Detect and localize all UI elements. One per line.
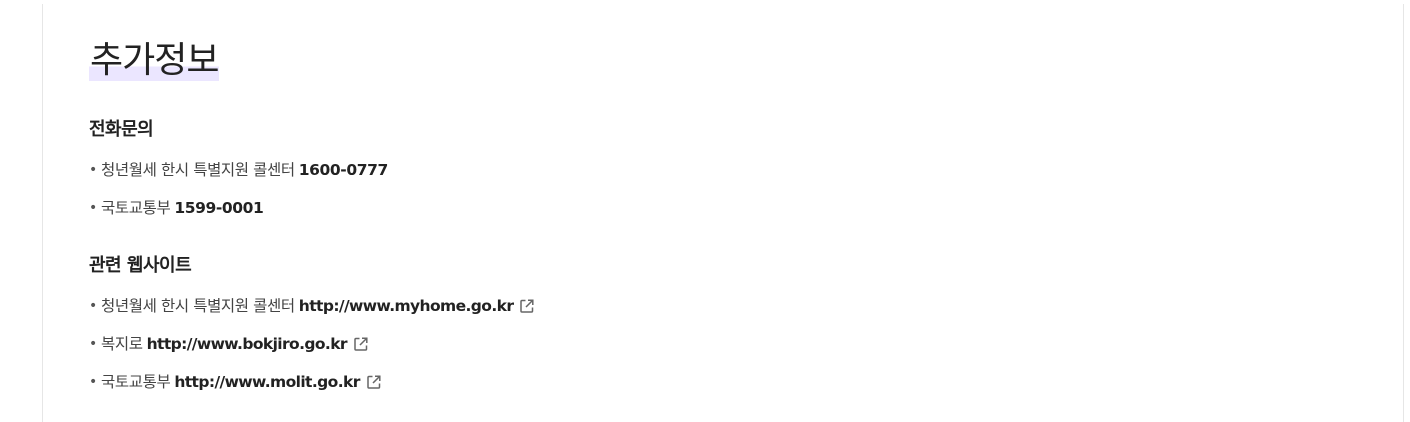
website-item-label: 청년월세 한시 특별지원 콜센터	[101, 297, 295, 315]
related-websites-heading: 관련 웹사이트	[89, 255, 192, 276]
website-link-bokjiro[interactable]: http://www.bokjiro.go.kr	[146, 335, 348, 353]
phone-inquiry-heading: 전화문의	[89, 119, 154, 140]
phone-number: 1600-0777	[298, 161, 389, 179]
bullet: •	[89, 200, 97, 216]
website-item-label: 복지로	[101, 335, 143, 353]
website-link-molit[interactable]: http://www.molit.go.kr	[174, 373, 360, 391]
phone-item-label: 청년월세 한시 특별지원 콜센터	[101, 161, 295, 179]
external-link-icon[interactable]	[519, 298, 535, 314]
external-link-icon[interactable]	[366, 374, 382, 390]
bullet: •	[89, 374, 97, 390]
bullet: •	[89, 298, 97, 314]
phone-number: 1599-0001	[174, 199, 264, 217]
website-item-label: 국토교통부	[101, 373, 171, 391]
page-title: 추가정보	[89, 39, 219, 83]
phone-item-label: 국토교통부	[101, 199, 171, 217]
bullet: •	[89, 336, 97, 352]
bullet: •	[89, 162, 97, 178]
website-link-myhome[interactable]: http://www.myhome.go.kr	[298, 297, 514, 315]
external-link-icon[interactable]	[353, 336, 369, 352]
